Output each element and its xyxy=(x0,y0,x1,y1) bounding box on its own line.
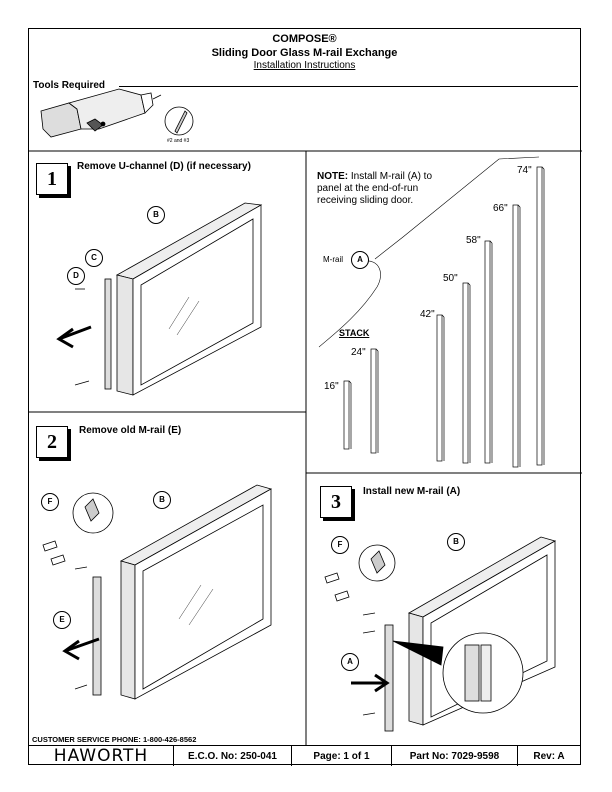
step2-title: Remove old M-rail (E) xyxy=(79,425,182,436)
note-line2: panel at the end-of-run xyxy=(317,183,419,194)
install-note: NOTE: Install M-rail (A) to panel at the… xyxy=(317,171,432,207)
note-line1: Install M-rail (A) to xyxy=(348,171,433,182)
illustrations xyxy=(29,88,582,745)
haworth-logo: HAWORTH xyxy=(29,746,174,766)
part-number: Part No: 7029-9598 xyxy=(392,746,518,766)
callout-a-mrail: A xyxy=(351,251,369,269)
brand-title: COMPOSE® xyxy=(272,33,337,45)
footer-bar: HAWORTH E.C.O. No: 250-041 Page: 1 of 1 … xyxy=(29,745,580,766)
note-label: NOTE: xyxy=(317,171,349,182)
tools-heading: Tools Required xyxy=(33,80,106,91)
step3-number: 3 xyxy=(320,486,352,518)
size-66: 66" xyxy=(493,203,508,214)
mrail-leader-line xyxy=(318,260,381,348)
callout-b-step3: B xyxy=(447,533,465,551)
mrail-label: M-rail xyxy=(323,255,343,264)
callout-f-step2: F xyxy=(41,493,59,511)
size-50: 50" xyxy=(443,273,458,284)
step1-panel xyxy=(104,202,263,396)
screwdriver-bit-icon xyxy=(164,106,194,136)
callout-a-step3: A xyxy=(341,653,359,671)
bit-label: #2 and #3 xyxy=(167,138,190,144)
size-24: 24" xyxy=(351,347,366,358)
step2-number: 2 xyxy=(36,426,68,458)
callout-d-step1: D xyxy=(67,267,85,285)
step2-screws-icon xyxy=(42,540,88,690)
drill-icon xyxy=(40,88,162,138)
stack-label: STACK xyxy=(339,328,370,338)
size-58: 58" xyxy=(466,235,481,246)
note-line3: receiving sliding door. xyxy=(317,195,414,206)
step3-screws-icon xyxy=(324,572,376,716)
page-frame: COMPOSE® Sliding Door Glass M-rail Excha… xyxy=(28,28,582,766)
callout-e-step2: E xyxy=(53,611,71,629)
page-number: Page: 1 of 1 xyxy=(292,746,392,766)
callout-c-step1: C xyxy=(85,249,103,267)
step1-title: Remove U-channel (D) (if necessary) xyxy=(77,161,251,172)
eco-number: E.C.O. No: 250-041 xyxy=(174,746,292,766)
step1-number: 1 xyxy=(36,163,68,195)
step3-panel xyxy=(358,536,557,732)
revision: Rev: A xyxy=(533,750,565,762)
tools-rule xyxy=(119,86,578,87)
document-subtitle: Installation Instructions xyxy=(253,60,356,71)
size-42: 42" xyxy=(420,309,435,320)
mrail-set xyxy=(343,166,545,468)
customer-service-phone: CUSTOMER SERVICE PHONE: 1-800-426-8562 xyxy=(32,735,197,744)
callout-b-step2: B xyxy=(153,491,171,509)
size-16: 16" xyxy=(324,381,339,392)
step3-title: Install new M-rail (A) xyxy=(363,486,461,497)
document-title: Sliding Door Glass M-rail Exchange xyxy=(211,47,398,59)
step2-panel xyxy=(72,484,273,700)
size-74: 74" xyxy=(517,165,532,176)
callout-f-step3: F xyxy=(331,536,349,554)
callout-b-step1: B xyxy=(147,206,165,224)
